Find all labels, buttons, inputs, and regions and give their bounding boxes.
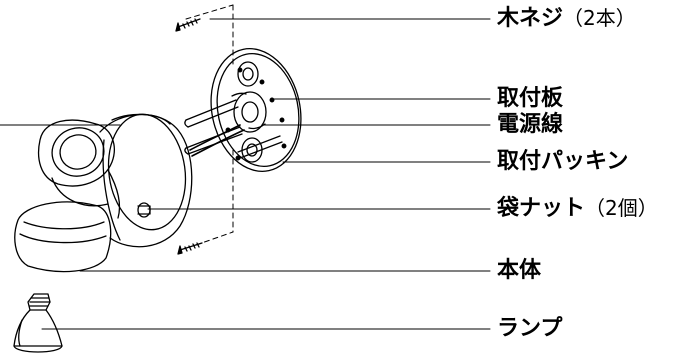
- label-cap-nut-main: 袋ナット: [497, 196, 586, 221]
- body-housing-drawing: [14, 113, 193, 273]
- label-mounting-plate-main: 取付板: [497, 86, 564, 111]
- label-body-main: 本体: [497, 258, 542, 283]
- label-wood-screw: 木ネジ（2本）: [497, 8, 636, 30]
- label-power-cable-main: 電源線: [497, 112, 564, 137]
- wood-screw-bottom: [177, 242, 203, 255]
- label-power-cable: 電源線: [497, 114, 563, 136]
- lamp-drawing: [13, 293, 63, 353]
- label-wood-screw-qty: （2本）: [563, 6, 636, 30]
- label-cap-nut-qty: （2個）: [585, 196, 658, 220]
- screw-guide-lines: [185, 4, 234, 246]
- label-cap-nut: 袋ナット（2個）: [497, 198, 658, 220]
- wood-screw-top: [175, 18, 201, 32]
- label-mounting-plate: 取付板: [497, 88, 563, 110]
- label-mounting-packing-main: 取付パッキン: [497, 149, 629, 174]
- leader-lines: [0, 18, 491, 330]
- label-lamp-main: ランプ: [497, 316, 563, 341]
- power-cable-drawing: [189, 124, 245, 157]
- label-wood-screw-main: 木ネジ: [497, 6, 564, 31]
- label-mounting-packing: 取付パッキン: [497, 151, 628, 173]
- mounting-plate-drawing: [210, 48, 302, 172]
- label-lamp: ランプ: [497, 318, 562, 340]
- label-body: 本体: [497, 260, 541, 282]
